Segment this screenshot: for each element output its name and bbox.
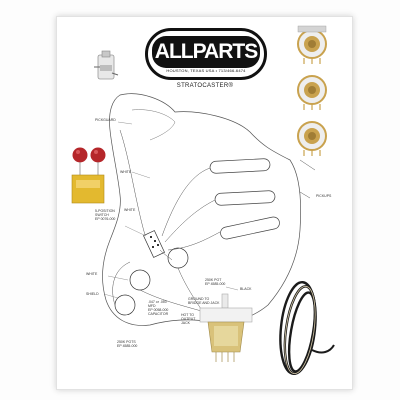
diagram-title: STRATOCASTER® — [176, 83, 234, 89]
label-ground: GROUND TO BRIDGE AND JACK — [188, 297, 220, 305]
label-black: BLACK — [240, 287, 252, 291]
label-white-3: WHITE — [86, 272, 98, 276]
potentiometer-middle — [297, 75, 327, 110]
capacitor-right-icon — [90, 147, 106, 163]
logo-brand: ALLPARTS — [152, 36, 260, 68]
label-pickups: PICKUPS — [316, 194, 332, 198]
label-switch: 5-POSITION SWITCH EP 0076-000 — [95, 209, 116, 221]
capacitor-mount-board — [71, 174, 105, 204]
switch-body — [143, 230, 165, 258]
potentiometer-bottom — [297, 121, 327, 156]
pot-1-drawing — [167, 247, 189, 269]
pickup-bridge — [220, 216, 280, 240]
pickup-neck — [209, 158, 271, 174]
output-jack — [94, 50, 119, 80]
coiled-wire — [279, 281, 335, 375]
label-hot: HOT TO OUTPUT JACK — [181, 313, 196, 325]
label-white-1: WHITE — [120, 170, 132, 174]
capacitors — [71, 147, 106, 204]
capacitor-left-icon — [72, 147, 88, 163]
label-shield: SHIELD — [86, 292, 99, 296]
pot-2-drawing — [129, 269, 151, 291]
label-capacitor: .047 or .050 MFD EP 0058-000 CAPACITOR — [148, 300, 169, 316]
label-white-2: WHITE — [124, 208, 136, 212]
pickup-middle — [214, 190, 276, 206]
label-pots: 250K POTS EP 4585-000 — [117, 340, 138, 348]
potentiometer-top — [297, 25, 327, 64]
label-pickguard: PICKGUARD — [95, 118, 116, 122]
selector-switch — [199, 293, 253, 362]
label-pot-top: 250K POT EP 4585-000 — [205, 278, 226, 286]
logo-address: HOUSTON, TEXAS USA • 713/466-6474 — [166, 68, 246, 73]
allparts-logo: ALLPARTS HOUSTON, TEXAS USA • 713/466-64… — [145, 28, 267, 80]
